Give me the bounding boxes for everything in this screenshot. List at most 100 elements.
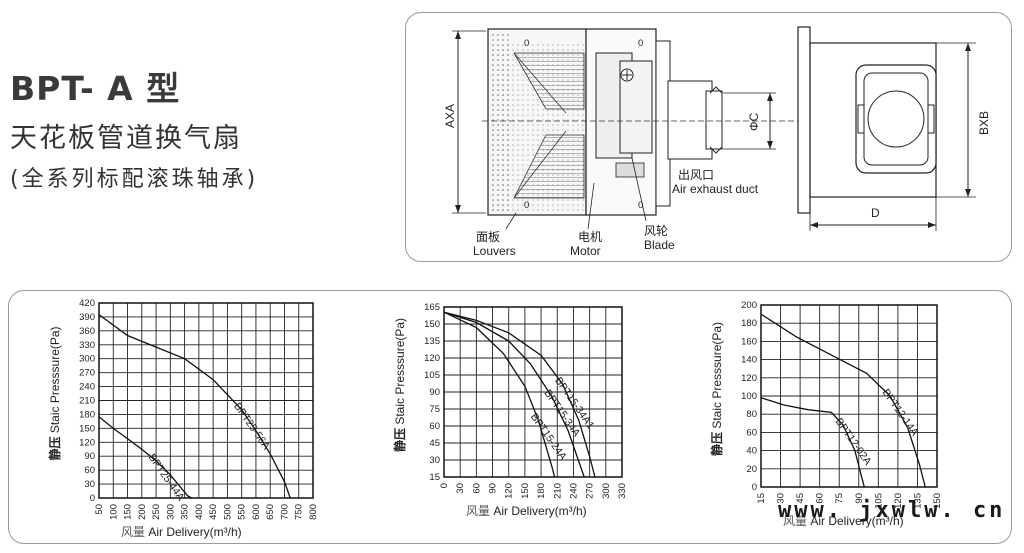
x-tick-label: 550 bbox=[237, 504, 248, 520]
y-tick-label: 60 bbox=[84, 465, 95, 476]
y-tick-label: 240 bbox=[79, 382, 95, 393]
x-tick-label: 135 bbox=[912, 493, 923, 509]
y-axis-label: 静压 Staic Presssure(Pa) bbox=[47, 326, 62, 460]
y-tick-label: 165 bbox=[424, 302, 440, 313]
y-tick-label: 390 bbox=[79, 312, 95, 323]
svg-text:0: 0 bbox=[638, 38, 643, 49]
x-tick-label: 600 bbox=[251, 504, 262, 520]
y-tick-label: 420 bbox=[79, 298, 95, 309]
y-tick-label: 120 bbox=[424, 353, 440, 364]
x-tick-label: 150 bbox=[123, 504, 134, 520]
series-curve-BPT25-44A bbox=[98, 416, 193, 499]
y-tick-label: 200 bbox=[741, 300, 757, 311]
y-tick-label: 60 bbox=[429, 421, 440, 432]
series-curve-BPT25-56A bbox=[98, 314, 291, 499]
series-label: BPT25-56A bbox=[231, 401, 272, 452]
x-tick-label: 120 bbox=[893, 493, 904, 509]
x-tick-label: 750 bbox=[294, 504, 305, 520]
series-curve-BPT15-34A1 bbox=[443, 311, 596, 478]
x-tick-label: 180 bbox=[536, 483, 547, 499]
x-tick-label: 105 bbox=[873, 493, 884, 509]
axa-label: AXA bbox=[443, 104, 457, 128]
product-title: BPT- A 型 bbox=[10, 69, 181, 108]
y-tick-label: 105 bbox=[424, 370, 440, 381]
svg-text:0: 0 bbox=[638, 200, 643, 211]
y-tick-label: 150 bbox=[424, 319, 440, 330]
y-axis-label: 静压 Staic Presssure(Pa) bbox=[392, 318, 407, 452]
y-tick-label: 20 bbox=[746, 464, 757, 475]
x-tick-label: 350 bbox=[180, 504, 191, 520]
outlet-cn-label: 出风口 bbox=[678, 168, 714, 182]
x-tick-label: 800 bbox=[308, 504, 319, 520]
blade-en-label: Blade bbox=[644, 238, 675, 252]
y-tick-label: 90 bbox=[429, 387, 440, 398]
y-tick-label: 135 bbox=[424, 336, 440, 347]
x-tick-label: 450 bbox=[208, 504, 219, 520]
phi-c-label: ΦC bbox=[747, 112, 761, 131]
y-tick-label: 30 bbox=[429, 455, 440, 466]
y-tick-label: 0 bbox=[90, 493, 95, 504]
y-tick-label: 15 bbox=[429, 472, 440, 483]
y-tick-label: 100 bbox=[741, 391, 757, 402]
y-tick-label: 0 bbox=[752, 482, 757, 493]
plot-frame bbox=[760, 304, 938, 488]
y-tick-label: 30 bbox=[84, 479, 95, 490]
svg-text:0: 0 bbox=[524, 200, 529, 211]
x-tick-label: 300 bbox=[601, 483, 612, 499]
x-axis-label: 风量 Air Delivery(m³/h) bbox=[121, 525, 242, 539]
outlet-en-label: Air exhaust duct bbox=[672, 182, 759, 196]
y-tick-label: 120 bbox=[79, 437, 95, 448]
y-tick-label: 150 bbox=[79, 423, 95, 434]
x-axis-label: 风量 Air Delivery(m³/h) bbox=[783, 514, 904, 528]
x-tick-label: 75 bbox=[834, 493, 845, 504]
louvers-en-label: Louvers bbox=[473, 244, 516, 258]
series-curve-BPT12-14A bbox=[760, 313, 926, 488]
series-label: BPT25-44A bbox=[146, 452, 187, 503]
d-label: D bbox=[871, 206, 880, 220]
louvers-cn-label: 面板 bbox=[476, 230, 500, 244]
y-tick-label: 140 bbox=[741, 355, 757, 366]
svg-text:0: 0 bbox=[524, 38, 529, 49]
y-tick-label: 45 bbox=[429, 438, 440, 449]
watermark: www. jxwlw. cn bbox=[778, 498, 1006, 523]
y-tick-label: 75 bbox=[429, 404, 440, 415]
x-tick-label: 650 bbox=[265, 504, 276, 520]
y-tick-label: 360 bbox=[79, 326, 95, 337]
x-tick-label: 45 bbox=[795, 493, 806, 504]
blade-cn-label: 风轮 bbox=[644, 224, 668, 238]
motor-cn-label: 电机 bbox=[578, 230, 602, 244]
x-tick-label: 0 bbox=[439, 483, 450, 488]
x-tick-label: 30 bbox=[776, 493, 787, 504]
x-tick-label: 300 bbox=[165, 504, 176, 520]
x-tick-label: 120 bbox=[504, 483, 515, 499]
x-tick-label: 15 bbox=[756, 493, 767, 504]
title-block: BPT- A 型 天花板管道换气扇 (全系列标配滚珠轴承) bbox=[10, 62, 258, 193]
series-curve-BPT15-24A bbox=[443, 311, 556, 478]
x-tick-label: 250 bbox=[151, 504, 162, 520]
x-tick-label: 150 bbox=[520, 483, 531, 499]
y-tick-label: 180 bbox=[741, 318, 757, 329]
fan-diagram: AXA 0 0 0 0 bbox=[443, 26, 991, 258]
x-tick-label: 90 bbox=[854, 493, 865, 504]
dimension-diagram-panel: AXA 0 0 0 0 bbox=[405, 12, 1012, 262]
x-tick-label: 60 bbox=[471, 483, 482, 494]
plot-frame bbox=[98, 302, 314, 499]
y-axis-label: 静压 Staic Presssure(Pa) bbox=[709, 322, 724, 456]
x-tick-label: 240 bbox=[568, 483, 579, 499]
x-tick-label: 50 bbox=[94, 504, 105, 515]
x-tick-label: 270 bbox=[585, 483, 596, 499]
y-tick-label: 60 bbox=[746, 427, 757, 438]
y-tick-label: 120 bbox=[741, 373, 757, 384]
x-tick-label: 150 bbox=[932, 493, 943, 509]
x-axis-label: 风量 Air Delivery(m³/h) bbox=[466, 504, 587, 518]
x-tick-label: 90 bbox=[488, 483, 499, 494]
series-label: BPT12-14A bbox=[880, 387, 921, 438]
x-tick-label: 200 bbox=[137, 504, 148, 520]
x-tick-label: 700 bbox=[279, 504, 290, 520]
x-tick-label: 210 bbox=[552, 483, 563, 499]
y-tick-label: 80 bbox=[746, 409, 757, 420]
x-tick-label: 100 bbox=[108, 504, 119, 520]
